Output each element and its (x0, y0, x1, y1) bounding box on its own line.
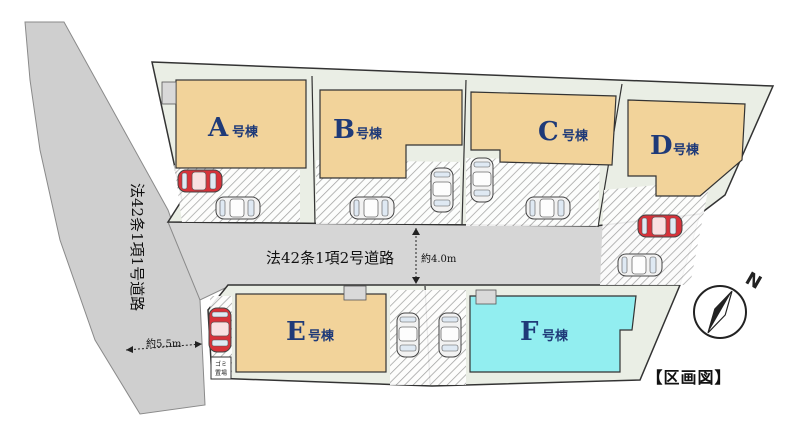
lot-label-e: E 号棟 (286, 317, 335, 347)
house-a[interactable] (161, 79, 307, 169)
svg-text:号棟: 号棟 (232, 124, 259, 140)
lot-label-a: A 号棟 (207, 113, 259, 143)
car-c2 (525, 196, 571, 220)
main-road-label: 法42条1項1号道路 (128, 183, 146, 311)
house-b[interactable] (319, 89, 463, 179)
inner-road-label: 法42条1項2号道路 (266, 249, 394, 267)
svg-text:B: B (333, 115, 355, 145)
garbage-station (210, 356, 232, 380)
car-a (215, 196, 261, 220)
car-b2 (430, 167, 454, 213)
svg-text:F: F (520, 317, 539, 347)
north-compass-icon: N (693, 268, 766, 339)
car-c1 (470, 157, 494, 203)
house-e[interactable] (235, 285, 387, 373)
main-road-width-marker: 約5.5m (125, 337, 203, 353)
car-b (349, 196, 395, 220)
plan-caption: 【区画図】 (646, 368, 732, 387)
inner-road-width-label: 約4.0m (421, 252, 457, 265)
house-f[interactable] (469, 289, 637, 373)
car-d (617, 253, 663, 277)
car-red-a (177, 169, 223, 193)
compass-north-label: N (742, 268, 766, 294)
svg-text:号棟: 号棟 (542, 328, 569, 344)
garbage-label-2: 置場 (215, 369, 227, 377)
lot-label-d: D 号棟 (650, 131, 700, 161)
lot-label-f: F 号棟 (520, 317, 569, 347)
house-c[interactable] (470, 91, 617, 166)
inner-road-width-marker: 約4.0m (412, 228, 457, 284)
svg-text:号棟: 号棟 (356, 126, 383, 142)
lot-label-c: C 号棟 (538, 117, 589, 147)
car-red-e (208, 307, 232, 353)
svg-text:号棟: 号棟 (673, 142, 700, 158)
main-road (24, 21, 206, 415)
main-road-width-label: 約5.5m (146, 337, 182, 350)
house-d[interactable] (627, 99, 746, 197)
car-e2 (438, 312, 462, 358)
svg-text:C: C (538, 117, 559, 147)
car-e1 (396, 312, 420, 358)
svg-text:号棟: 号棟 (308, 328, 335, 344)
svg-text:D: D (650, 131, 673, 161)
svg-text:A: A (207, 113, 229, 143)
lot-label-b: B 号棟 (333, 115, 383, 145)
garbage-label-1: ゴミ (215, 360, 227, 368)
car-red-d (637, 214, 683, 238)
svg-text:号棟: 号棟 (562, 128, 589, 144)
svg-text:E: E (286, 317, 306, 347)
